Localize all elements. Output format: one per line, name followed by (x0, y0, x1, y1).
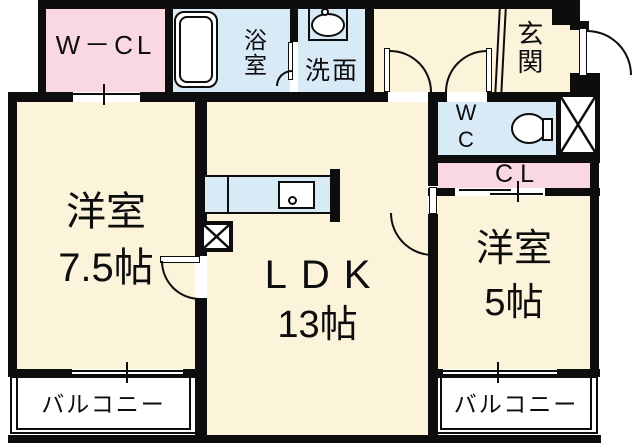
wall (428, 92, 438, 186)
wall (8, 369, 72, 377)
window-center-tick (517, 181, 519, 202)
wall (8, 435, 601, 443)
room-wcl (46, 9, 165, 92)
sink-faucet-icon (321, 8, 329, 16)
wall (140, 92, 388, 102)
label-wash: 洗面 (304, 57, 359, 85)
sliding-door-line-cl (490, 193, 543, 195)
wall (290, 0, 298, 42)
balcony-left-inner-rail (16, 378, 191, 430)
door-leaf-hall-ldk (384, 48, 390, 92)
label-ldk-name: LDK (264, 253, 385, 297)
bathtub-icon-inner (179, 16, 213, 83)
label-ldk: LDK 13帖 (207, 250, 428, 350)
label-room-west-7-5: 洋室 7.5帖 (17, 184, 195, 296)
room-west-5 (438, 196, 590, 369)
kitchen-end-wall (330, 169, 340, 222)
kitchen-sink-icon (278, 181, 315, 209)
wall (38, 0, 46, 92)
door-leaf-entrance (579, 28, 587, 76)
shaft-x-small-icon (200, 221, 233, 252)
wall (195, 92, 207, 256)
label-ldk-size: 13帖 (277, 304, 358, 346)
sliding-door-line-cl (459, 189, 511, 191)
room-west-7-5 (17, 102, 195, 369)
shaft-x-icon (556, 92, 600, 157)
balcony-right (434, 376, 598, 434)
label-room-west-5-name: 洋室 (475, 228, 552, 270)
label-room-west-7-5-size: 7.5帖 (58, 246, 154, 290)
room-cl (438, 163, 590, 188)
sink-icon (308, 7, 348, 41)
toilet-tank-icon (542, 118, 553, 141)
window-center-tick (497, 362, 499, 383)
label-wc-line2: C (458, 127, 474, 152)
wall (165, 0, 173, 92)
wall (487, 92, 600, 102)
wall (428, 188, 455, 196)
label-wc: W C (446, 99, 486, 153)
wall (428, 155, 600, 163)
label-balcony-right: バルコニー (453, 391, 579, 417)
label-room-west-5: 洋室 5帖 (438, 222, 590, 330)
window-line-west-5 (443, 374, 557, 376)
wall (428, 214, 438, 435)
sliding-door-line-wcl (73, 93, 140, 95)
wall (570, 73, 600, 92)
label-cl: CL (495, 160, 541, 188)
room-ldk (207, 102, 428, 435)
label-wcl: W－CL (55, 30, 156, 60)
door-swing-arc-bath (276, 70, 292, 86)
door-swing-arc-entrance (587, 30, 632, 75)
window-line-west-5 (443, 370, 557, 372)
balcony-right-inner-rail (440, 378, 592, 430)
wall (557, 369, 600, 377)
wall (590, 92, 599, 377)
wall (365, 0, 374, 92)
kitchen-counter-divider (227, 176, 229, 213)
wall (38, 0, 560, 9)
wall (195, 298, 207, 435)
wall (552, 0, 580, 25)
label-bath: 浴室 (240, 28, 267, 78)
label-entrance: 玄関 (513, 20, 544, 76)
label-room-west-5-size: 5帖 (484, 282, 544, 324)
label-room-west-7-5-name: 洋室 (66, 190, 146, 234)
window-center-tick (103, 84, 105, 105)
wall (8, 92, 73, 102)
sink-bowl-icon (311, 13, 345, 37)
door-leaf-west-5 (429, 187, 437, 214)
window-center-tick (126, 362, 128, 383)
label-wc-line1: W (455, 100, 477, 125)
kitchen-faucet-icon (288, 196, 297, 205)
label-balcony-left: バルコニー (41, 391, 166, 417)
wall (570, 21, 589, 30)
wall (545, 188, 600, 196)
wall (8, 92, 17, 377)
